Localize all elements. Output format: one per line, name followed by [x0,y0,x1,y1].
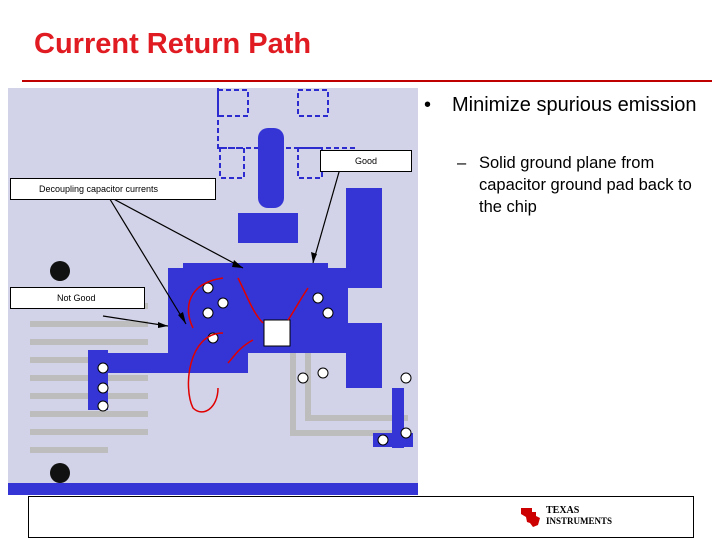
slide-title: Current Return Path [34,28,312,60]
ti-state-icon [521,508,540,527]
bullet-list: • Minimize spurious emission – Solid gro… [424,92,714,218]
bullet-main: • Minimize spurious emission [424,92,714,118]
ti-logo-line2: INSTRUMENTS [546,516,613,526]
ti-logo-line1: TEXAS [546,505,580,516]
bullet-sub: – Solid ground plane from capacitor grou… [424,152,714,218]
bullet-dot: • [424,94,432,116]
label-good: Good [320,150,412,172]
bullet-sub-text: Solid ground plane from capacitor ground… [479,154,692,216]
bullet-main-text: Minimize spurious emission [452,94,697,116]
ti-logo: TEXAS INSTRUMENTS [518,503,618,529]
footer-bar [28,496,694,538]
title-underline [22,80,712,82]
label-not-good: Not Good [10,287,145,309]
bullet-dash: – [457,154,467,172]
label-decoupling-capacitor-currents: Decoupling capacitor currents [10,178,216,200]
